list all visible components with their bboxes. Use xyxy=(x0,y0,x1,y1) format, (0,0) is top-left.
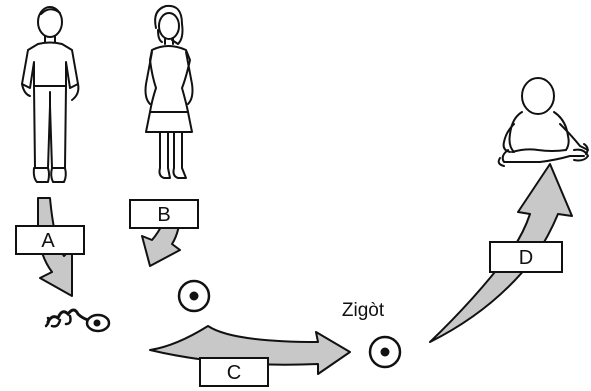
label-box-b: B xyxy=(129,199,199,229)
label-a-text: A xyxy=(41,230,55,252)
label-box-d: D xyxy=(489,241,563,273)
sperm-cell-icon xyxy=(44,308,111,333)
arrow-c xyxy=(149,325,351,375)
label-b-text: B xyxy=(157,204,170,226)
egg-cell-icon xyxy=(177,279,211,313)
woman-figure-icon xyxy=(144,4,194,179)
baby-figure-icon xyxy=(497,77,589,167)
zygote-label: Zigòt xyxy=(342,300,385,321)
label-c-text: C xyxy=(227,362,241,384)
label-box-a: A xyxy=(15,225,85,255)
label-box-c: C xyxy=(199,357,269,387)
man-figure-icon xyxy=(21,6,80,183)
label-d-text: D xyxy=(519,247,533,269)
zygote-cell-icon xyxy=(368,335,402,369)
arrow-d xyxy=(429,163,573,343)
